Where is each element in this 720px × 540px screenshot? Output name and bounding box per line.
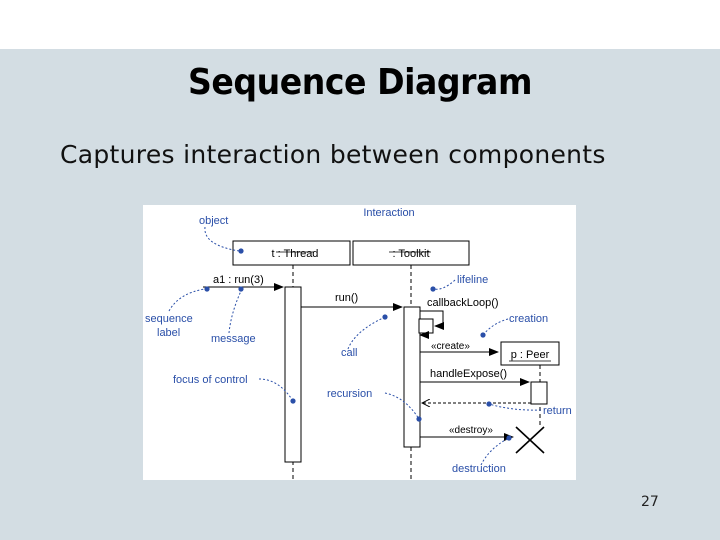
- annotation-recursion: recursion: [327, 388, 372, 400]
- create-message-label: «create»: [431, 341, 470, 352]
- destruction-x-icon: [515, 426, 545, 454]
- annotation-lifeline: lifeline: [457, 274, 488, 286]
- annotation-creation: creation: [509, 313, 548, 325]
- annotation-message: message: [211, 333, 256, 345]
- annotation-leader-lines: [168, 226, 542, 466]
- peer-activation-bar: [530, 381, 548, 405]
- sequence-message-label: a1 : run(3): [213, 274, 264, 286]
- thread-object-label: t : Thread: [272, 248, 319, 260]
- toolkit-object-label: : Toolkit: [392, 248, 429, 260]
- slide-subtitle: Captures interaction between components: [60, 140, 606, 169]
- handle-expose-label: handleExpose(): [430, 368, 507, 380]
- annotation-call: call: [341, 347, 358, 359]
- annotation-dots: [204, 248, 512, 441]
- peer-object-label: p : Peer: [511, 349, 550, 361]
- callback-loop-arrow: [420, 310, 444, 330]
- page-number: 27: [641, 494, 659, 510]
- recursion-activation-bar: [418, 318, 434, 334]
- annotation-return: return: [543, 405, 572, 417]
- thread-object-box: [232, 240, 351, 266]
- destroy-message-label: «destroy»: [449, 425, 493, 436]
- sequence-diagram-svg: Interaction t : Thread : Toolkit a1 : ru…: [145, 207, 572, 480]
- run-message-label: run(): [335, 292, 358, 304]
- annotation-destruction: destruction: [452, 463, 506, 475]
- annotation-label: label: [157, 327, 180, 339]
- interaction-heading: Interaction: [363, 207, 414, 219]
- sequence-diagram-figure: Interaction t : Thread : Toolkit a1 : ru…: [143, 205, 576, 480]
- toolkit-activation-bar: [403, 306, 421, 448]
- callback-loop-label: callbackLoop(): [427, 297, 499, 309]
- annotation-object: object: [199, 215, 228, 227]
- annotation-focus-of-control: focus of control: [173, 374, 248, 386]
- annotation-sequence: sequence: [145, 313, 193, 325]
- thread-activation-bar: [284, 286, 302, 463]
- peer-object-box: [500, 341, 560, 366]
- slide-title: Sequence Diagram: [187, 62, 532, 103]
